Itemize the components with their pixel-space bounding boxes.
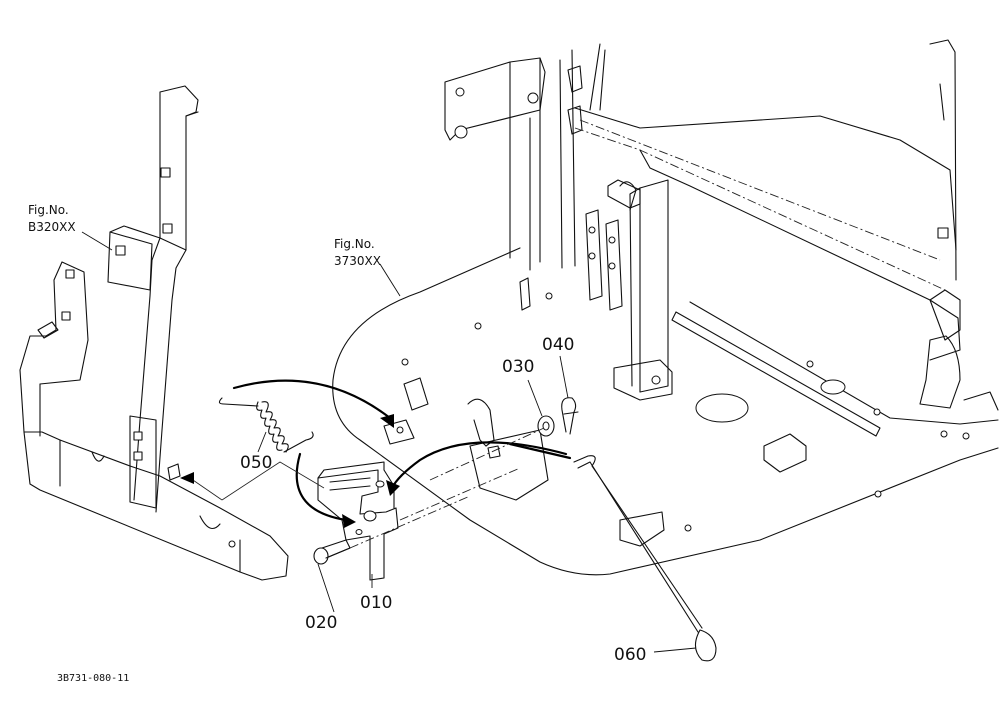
callout-040: 040 (542, 335, 574, 355)
drawing-number: 3B731-080-11 (57, 673, 129, 684)
ref-b320-line1: Fig.No. (28, 203, 69, 217)
bracket-bolt (115, 245, 126, 256)
part-050-spring (218, 397, 314, 453)
callout-060: 060 (614, 645, 646, 665)
ref-b320-line2: B320XX (28, 220, 76, 234)
figure-ref-b320: Fig.No. B320XX (28, 203, 76, 234)
assembly-arrows (180, 379, 572, 549)
frame-bolt-top (160, 167, 171, 178)
callout-010: 010 (360, 593, 392, 613)
floor-plate (332, 247, 999, 576)
right-frame-assembly (444, 39, 999, 411)
ref-3730-line1: Fig.No. (334, 237, 375, 251)
frame-bolt-mid (162, 223, 173, 234)
part-020-bolt (313, 539, 351, 565)
rail-bolt-top (65, 269, 75, 279)
figure-ref-3730: Fig.No. 3730XX (334, 237, 381, 268)
ref-3730-line2: 3730XX (334, 254, 381, 268)
part-010-bracket (317, 461, 399, 581)
rail-bolt-bottom (61, 311, 71, 321)
left-frame-assembly (19, 85, 289, 581)
callout-050: 050 (240, 453, 272, 473)
part-040-clip-pin (561, 397, 579, 435)
mount-bolt-upper (133, 431, 143, 441)
callout-030: 030 (502, 357, 534, 377)
callout-020: 020 (305, 613, 337, 633)
part-030-washer (537, 415, 555, 437)
leader-lines (81, 231, 697, 653)
mount-bolt-lower (133, 451, 143, 461)
part-060-rod (573, 455, 717, 662)
